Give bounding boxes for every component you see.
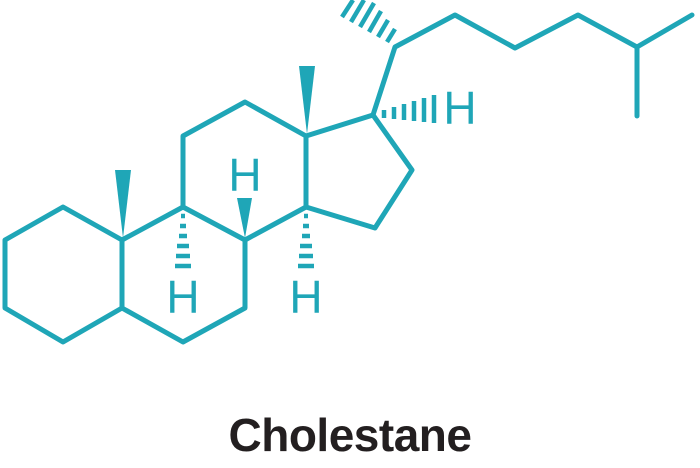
h-c17-hash [381, 95, 437, 123]
ring-c [180, 99, 309, 243]
methyl-c18-wedge [299, 66, 315, 134]
compound-name: Cholestane [228, 409, 472, 461]
methyl-c21-hash [340, 0, 397, 44]
methyl-c19-wedge [115, 170, 131, 238]
h-c14-hash [298, 213, 314, 269]
h-c8-label: H [228, 149, 261, 201]
h-c9-label: H [166, 271, 199, 323]
ring-d [303, 112, 415, 231]
h-c14-label: H [289, 271, 322, 323]
ring-b [119, 204, 248, 345]
h-c8-wedge [237, 198, 252, 238]
side-chain [370, 12, 695, 119]
h-c17-label: H [443, 82, 476, 134]
ring-a [2, 204, 125, 345]
h-c9-hash [175, 213, 191, 269]
